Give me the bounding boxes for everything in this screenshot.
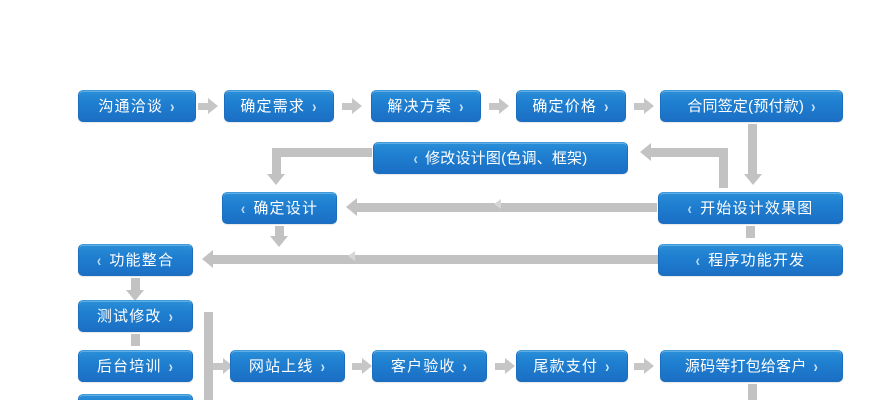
flow-node-ke-hu-yan-shou[interactable]: 客户验收 › [372, 350, 487, 382]
connector-arrowhead-left [346, 198, 357, 216]
arrow-head [352, 98, 362, 114]
connector-arrowhead-left [202, 250, 213, 268]
flow-node-he-tong-qian-ding[interactable]: 合同签定(预付款) › [660, 90, 843, 122]
connector-arrowhead-down [126, 290, 144, 301]
arrow-tail [213, 362, 223, 370]
node-label: 确定需求 [240, 97, 306, 115]
connector-mid-marker [348, 251, 355, 261]
flow-node-xiu-gai-she-ji-tu[interactable]: ‹ 修改设计图(色调、框架) [373, 142, 628, 174]
node-label: 合同签定(预付款) [687, 97, 805, 115]
node-label: 开始设计效果图 [700, 199, 814, 217]
node-label: 尾款支付 [533, 357, 599, 375]
connector-line-horizontal [651, 148, 725, 157]
connector-arrowhead-down [267, 174, 285, 185]
connector-line-horizontal [213, 255, 658, 264]
arrow-tail [634, 362, 644, 370]
connector-line-vertical [719, 148, 728, 188]
node-label: 测试修改 [96, 307, 162, 325]
flow-node-gou-tong-qia-tan[interactable]: 沟通洽谈 › [78, 90, 196, 122]
flow-node-que-ding-jia-ge[interactable]: 确定价格 › [516, 90, 626, 122]
node-label: 功能整合 [109, 251, 175, 269]
arrow-tail [489, 102, 499, 110]
arrow-head [223, 358, 233, 374]
node-label: 解决方案 [387, 97, 453, 115]
node-label: 客户验收 [390, 357, 456, 375]
chevron-left-icon: ‹ [96, 250, 103, 270]
node-label: 源码等打包给客户 [684, 357, 807, 375]
chevron-right-icon: › [813, 356, 819, 376]
connector-line-vertical [131, 334, 140, 346]
chevron-left-icon: ‹ [687, 198, 694, 218]
connector-arrow-right [634, 357, 654, 375]
flow-node-wei-kuan-zhi-fu[interactable]: 尾款支付 › [516, 350, 628, 382]
connector-arrow-right [352, 357, 372, 375]
connector-line-horizontal [357, 203, 657, 212]
connector-arrow-right [495, 357, 515, 375]
flow-node-ce-shi-xiu-gai[interactable]: 测试修改 › [78, 300, 193, 332]
flow-node-que-ding-she-ji[interactable]: ‹ 确定设计 [222, 192, 337, 224]
flow-node-cheng-xu-gong-neng-kai-fa[interactable]: ‹ 程序功能开发 [658, 244, 843, 276]
arrow-head [208, 98, 218, 114]
arrow-head [362, 358, 372, 374]
node-label: 网站上线 [248, 357, 314, 375]
node-label: 程序功能开发 [708, 251, 806, 269]
connector-arrow-right [342, 97, 362, 115]
chevron-right-icon: › [604, 96, 610, 116]
flow-node-partial-offscreen[interactable] [78, 394, 193, 400]
connector-line-vertical [204, 312, 213, 400]
arrow-head [505, 358, 515, 374]
flow-node-kai-shi-she-ji-xiao-guo-tu[interactable]: ‹ 开始设计效果图 [658, 192, 843, 224]
connector-line-vertical [748, 124, 757, 176]
node-label: 沟通洽谈 [98, 97, 164, 115]
arrow-tail [198, 102, 208, 110]
chevron-right-icon: › [168, 356, 175, 376]
arrow-head [644, 98, 654, 114]
chevron-right-icon: › [811, 96, 816, 116]
chevron-right-icon: › [168, 306, 175, 326]
flow-node-que-ding-xu-qiu[interactable]: 确定需求 › [224, 90, 334, 122]
connector-arrow-right [634, 97, 654, 115]
chevron-right-icon: › [605, 356, 611, 376]
flow-node-yuan-ma-da-bao[interactable]: 源码等打包给客户 › [660, 350, 843, 382]
connector-arrow-right [489, 97, 509, 115]
chevron-left-icon: ‹ [695, 250, 702, 270]
connector-line-vertical [131, 278, 140, 292]
arrow-head [644, 358, 654, 374]
arrow-tail [342, 102, 352, 110]
chevron-right-icon: › [462, 356, 469, 376]
connector-arrowhead-down [744, 174, 762, 185]
node-label: 修改设计图(色调、框架) [425, 149, 588, 167]
chevron-left-icon: ‹ [413, 148, 419, 168]
chevron-left-icon: ‹ [240, 198, 247, 218]
flow-node-gong-neng-zheng-he[interactable]: ‹ 功能整合 [78, 244, 193, 276]
node-label: 后台培训 [96, 357, 162, 375]
connector-line-vertical [272, 148, 281, 176]
flow-node-jie-jue-fang-an[interactable]: 解决方案 › [371, 90, 481, 122]
arrow-tail [495, 362, 505, 370]
connector-arrow-right [213, 357, 233, 375]
node-label: 确定设计 [253, 199, 319, 217]
connector-line-vertical [275, 226, 284, 238]
connector-line-vertical [748, 384, 757, 400]
connector-arrowhead-left [640, 143, 651, 161]
chevron-right-icon: › [459, 96, 465, 116]
connector-line-horizontal [272, 148, 372, 157]
flow-node-hou-tai-pei-xun[interactable]: 后台培训 › [78, 350, 193, 382]
chevron-right-icon: › [170, 96, 176, 116]
connector-line-vertical [746, 226, 755, 238]
connector-mid-marker [494, 199, 501, 209]
connector-arrowhead-down [270, 236, 288, 247]
flow-node-wang-zhan-shang-xian[interactable]: 网站上线 › [230, 350, 345, 382]
arrow-tail [634, 102, 644, 110]
node-label: 确定价格 [532, 97, 598, 115]
arrow-head [499, 98, 509, 114]
connector-arrow-right [198, 97, 218, 115]
chevron-right-icon: › [312, 96, 318, 116]
chevron-right-icon: › [320, 356, 327, 376]
arrow-tail [352, 362, 362, 370]
